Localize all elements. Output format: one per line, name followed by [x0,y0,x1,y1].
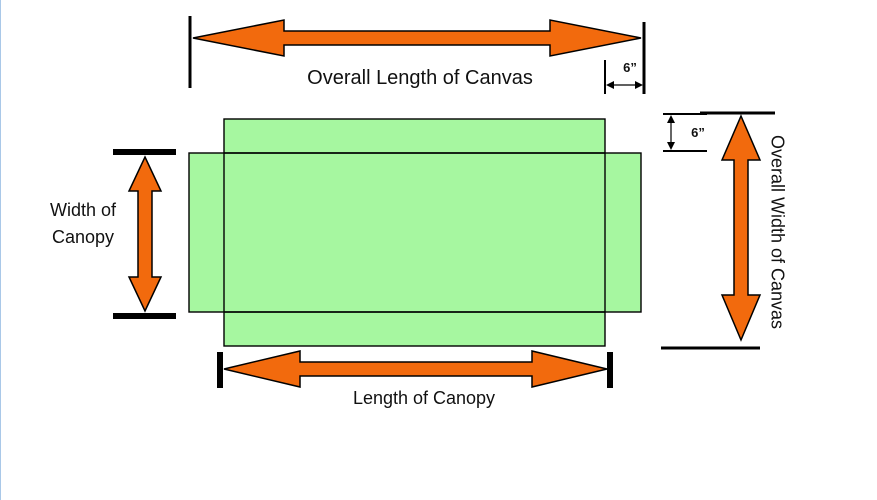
canopy-width-label-line2: Canopy [52,227,114,247]
overall-length-label: Overall Length of Canvas [307,67,533,89]
canopy-length-arrow [223,350,608,388]
overall-width-label: Overall Width of Canvas [767,135,787,329]
canopy-wide-rect [188,152,642,313]
overall-width-arrow [720,114,762,342]
offset-right-label: 6” [691,125,705,140]
offset-top-arrowhead-left [606,81,614,89]
offset-right-arrowhead-bottom [667,142,675,150]
canopy-width-label-line1: Width of [50,200,117,220]
offset-top-arrowhead-right [635,81,643,89]
overall-length-arrow [192,19,642,57]
canopy-length-label: Length of Canopy [353,388,495,408]
offset-right-arrowhead-top [667,115,675,123]
offset-top-label: 6” [623,60,637,75]
canopy-width-arrow [127,155,163,313]
